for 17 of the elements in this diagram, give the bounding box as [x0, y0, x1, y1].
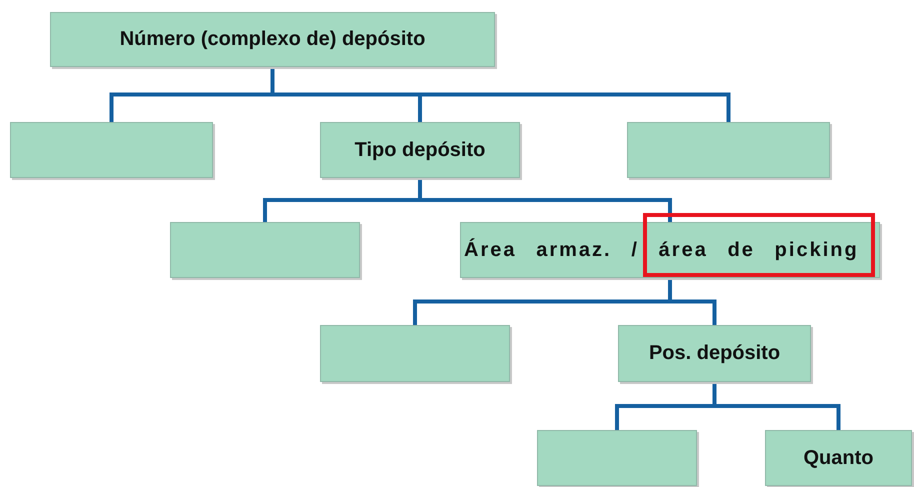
empty-box: [537, 430, 697, 486]
empty-box: [10, 122, 213, 178]
hierarchy-box: [320, 122, 520, 178]
connector-line: [270, 67, 730, 122]
empty-box: [320, 325, 510, 382]
empty-box: [627, 122, 830, 178]
empty-box: [170, 222, 360, 278]
hierarchy-box: [50, 12, 495, 67]
box-label: Número (complexo de) depósito: [120, 28, 426, 51]
hierarchy-box: [765, 430, 912, 486]
hierarchy-box: [460, 222, 880, 278]
box-label: Quanto: [804, 446, 874, 470]
box-label: Pos. depósito: [648, 342, 780, 365]
box-label: Tipo depósito: [354, 138, 486, 162]
hierarchy-box: [618, 325, 811, 382]
connector-line: [418, 178, 672, 222]
box-label: Área armaz. / área de picking: [464, 238, 859, 262]
